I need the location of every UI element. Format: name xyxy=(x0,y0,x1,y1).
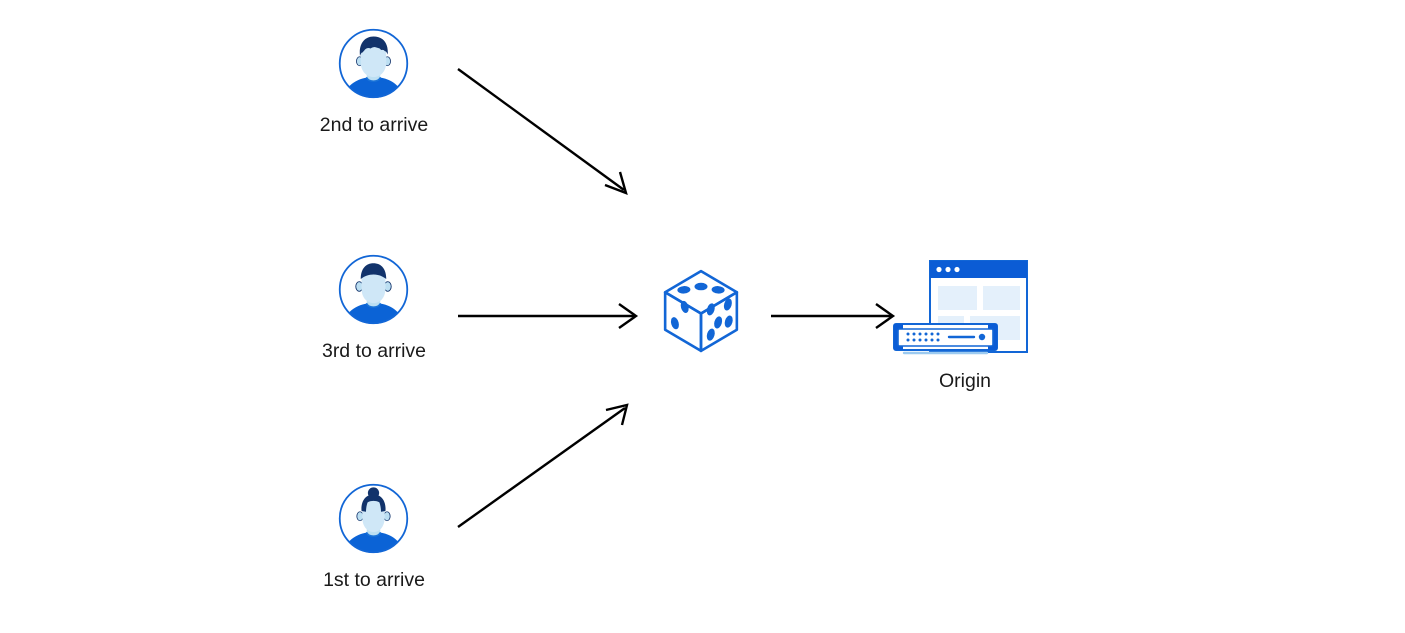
node-user-2nd[interactable]: 2nd to arrive xyxy=(320,26,428,135)
arrowhead-icon xyxy=(604,171,628,195)
arrowhead-icon xyxy=(618,303,639,329)
node-label-origin: Origin xyxy=(938,370,992,392)
arrow-dice-to-origin xyxy=(771,303,896,329)
node-label-user-1st: 1st to arrive xyxy=(323,569,425,591)
node-label-user-3rd: 3rd to arrive xyxy=(321,340,427,362)
user-avatar-icon xyxy=(338,483,409,554)
node-origin[interactable]: Origin xyxy=(890,258,1040,391)
node-user-1st[interactable]: 1st to arrive xyxy=(323,481,425,590)
server-device-icon xyxy=(893,323,998,355)
arrow-3rd-to-dice xyxy=(458,303,639,329)
node-user-3rd[interactable]: 3rd to arrive xyxy=(322,252,426,361)
arrow-1st-to-dice xyxy=(457,403,629,528)
origin-server-icon xyxy=(893,260,1028,355)
user-avatar-icon xyxy=(338,28,409,99)
node-dice[interactable] xyxy=(660,267,742,360)
arrowhead-icon xyxy=(605,403,629,426)
dice-cube-icon xyxy=(663,269,739,353)
user-avatar-icon xyxy=(338,254,409,325)
node-label-user-2nd: 2nd to arrive xyxy=(319,114,429,136)
